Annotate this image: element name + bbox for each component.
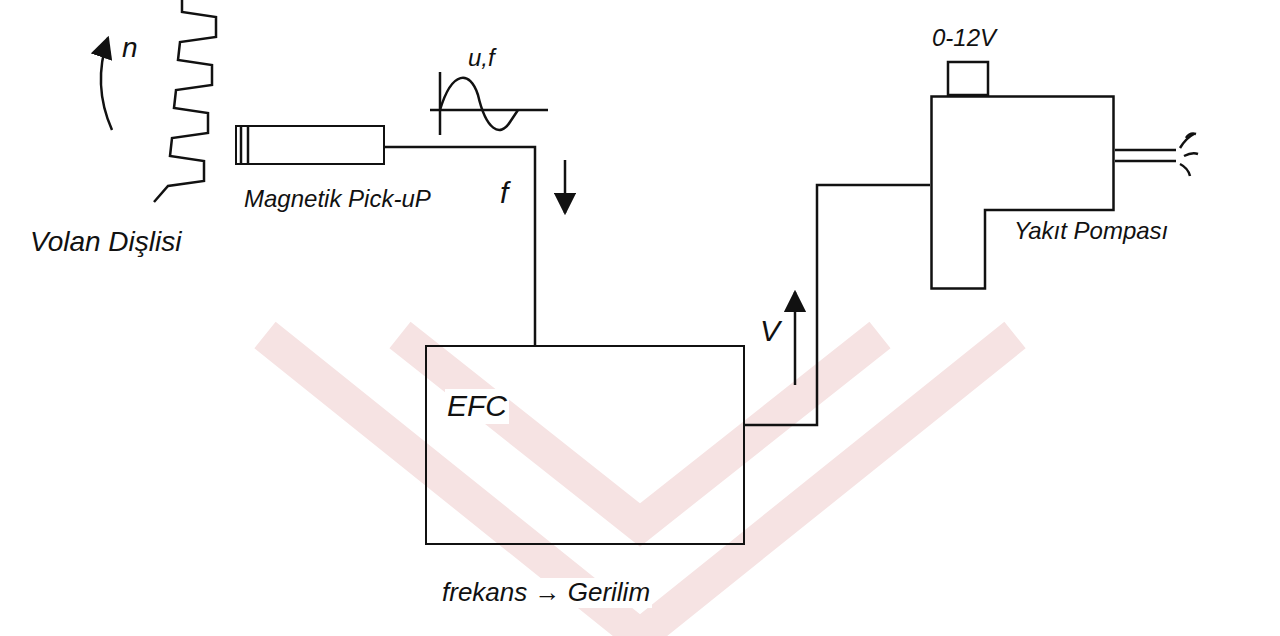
pump-terminal — [948, 62, 988, 95]
signal-name: V — [758, 314, 782, 349]
signal-label: n — [120, 32, 140, 64]
signal-name: f — [498, 176, 510, 211]
watermark-chevron — [400, 335, 880, 525]
signal-arrow — [564, 160, 567, 213]
rotation-arrow — [101, 38, 112, 130]
part-name: Volan Dişlisi — [28, 226, 183, 258]
flywheel-teeth — [154, 0, 216, 202]
node-label: EFC — [445, 389, 509, 424]
pump-outline-path — [932, 97, 1114, 289]
signal-wire — [385, 147, 535, 345]
injector-nozzle — [1115, 134, 1198, 177]
signal-arrow — [794, 292, 797, 385]
sine-signal-symbol — [430, 72, 548, 135]
pickup-face — [241, 127, 248, 163]
pump-body: Yakıt Pompası — [930, 95, 1115, 290]
signal-label: u,f — [466, 44, 497, 72]
caption: frekans → Gerilim — [440, 578, 652, 608]
signal-label: 0-12V — [930, 24, 998, 52]
watermark — [265, 335, 1015, 636]
controller-box: EFC — [425, 345, 745, 545]
pump-outline — [930, 95, 1115, 290]
node-label: Yakıt Pompası — [1012, 217, 1170, 245]
sensor-body: Magnetik Pick-uP — [235, 125, 385, 165]
signal-wire — [745, 185, 930, 425]
watermark-chevron — [265, 335, 1015, 636]
node-label: Magnetik Pick-uP — [242, 185, 433, 213]
